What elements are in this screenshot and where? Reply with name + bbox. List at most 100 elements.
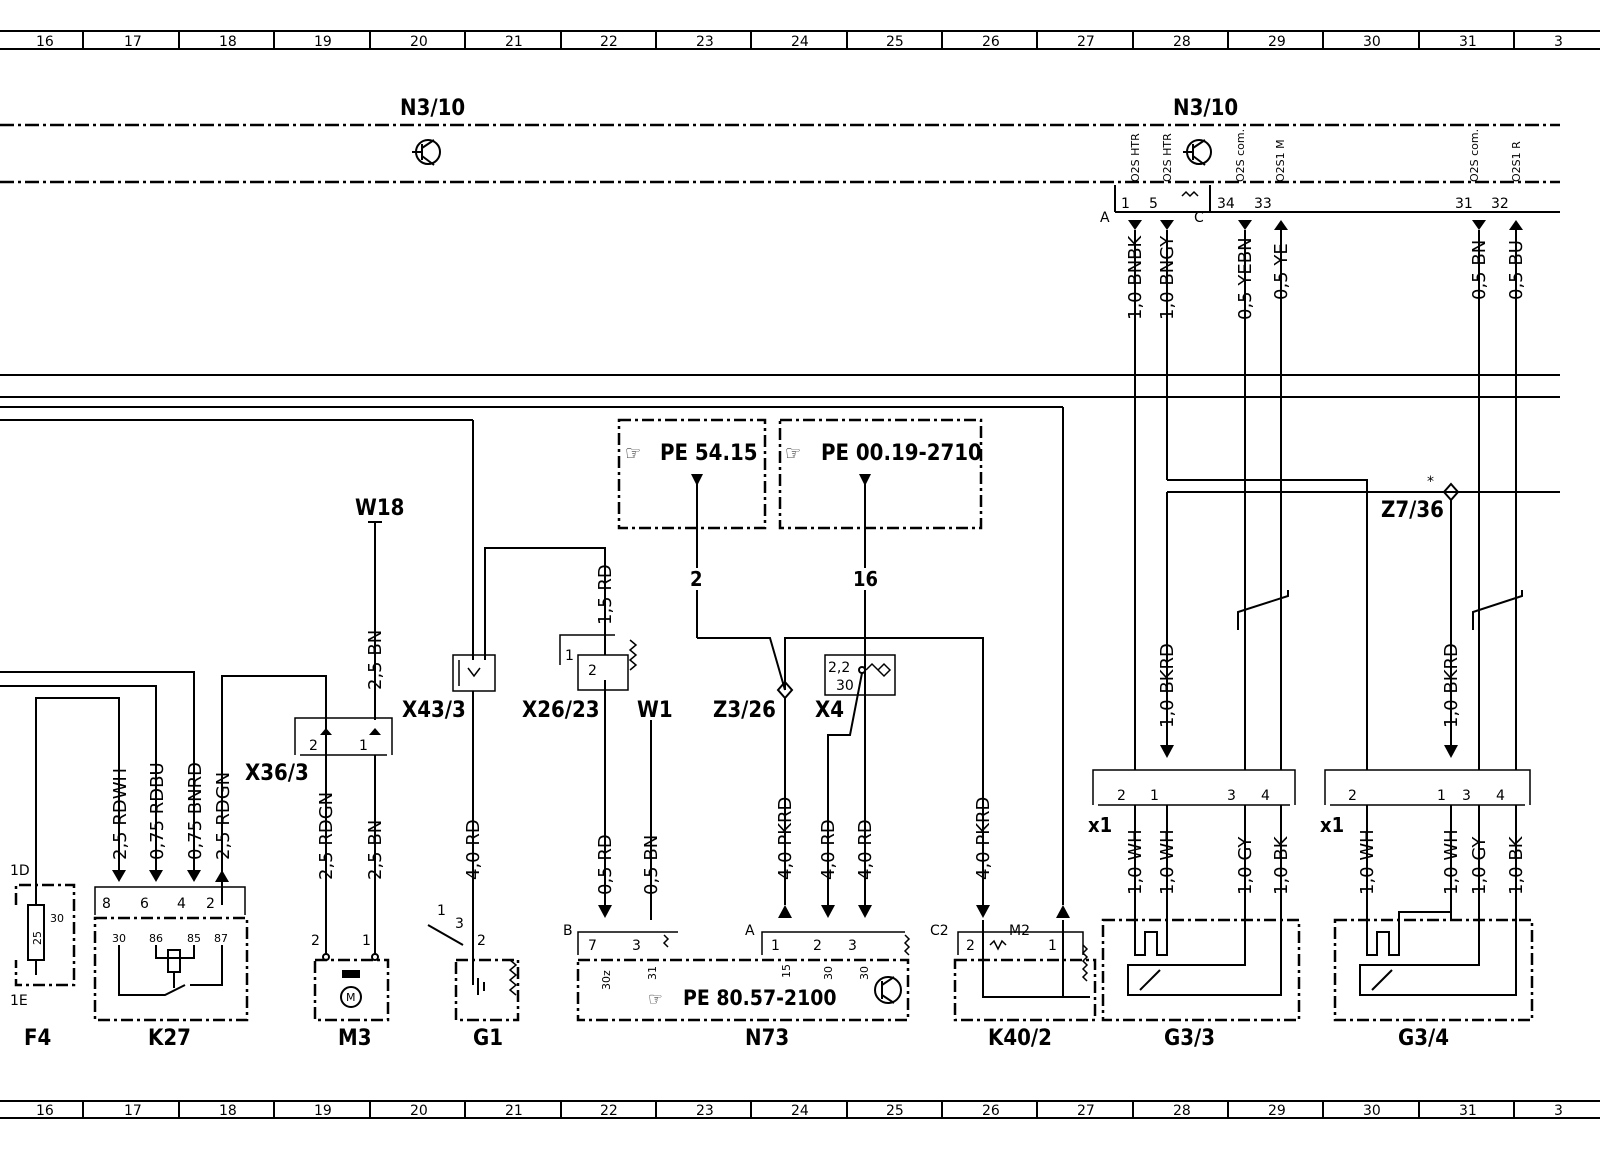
component-k27-box[interactable]: 8 6 4 2 30 86 85 87: [93, 886, 249, 1022]
component-f4: F4: [24, 1026, 51, 1051]
top-grid-bar: 16 17 18 19 20 21 22 23 24 25 26 27 28 2…: [0, 30, 1600, 50]
wire-label: 2,5 BN: [365, 630, 386, 690]
component-m3-box[interactable]: 2 1 M: [311, 933, 390, 1022]
grid-col-16-bottom: 16: [36, 1103, 54, 1119]
wire-label: 2,5 RDGN: [316, 792, 337, 880]
ref-box-pe-00-19-2710[interactable]: ☞ PE 00.19-2710: [778, 418, 983, 530]
grid-col-18-bottom: 18: [219, 1103, 237, 1119]
pin-label: 1: [362, 933, 371, 949]
grid-col-31-bottom: 31: [1459, 1103, 1477, 1119]
component-n73-box[interactable]: B 7 3 30z 31 A 1 2 3 15 30 30 ☞ PE 80.57…: [563, 923, 911, 1022]
grid-col-24-bottom: 24: [791, 1103, 809, 1119]
brush-icon: [342, 970, 360, 978]
switch-icon: [427, 924, 464, 946]
pin-label: 3: [848, 938, 857, 954]
wire-label: 1,0 BK: [1506, 835, 1527, 895]
pin-label: M2: [1009, 923, 1030, 939]
motor-icon: [340, 986, 362, 1008]
pin-label: 3: [1462, 788, 1471, 804]
pin-label: C2: [930, 923, 949, 939]
o2s-wires: 1,0 BNBK 1,0 BNGY 0,5 YEBN 0,5 YE 0,5 BN…: [1125, 230, 1527, 770]
component-z7-36: Z7/36: [1381, 498, 1444, 523]
pin-label: 30: [50, 912, 64, 925]
grid-col-29: 29: [1268, 34, 1286, 50]
x4-pin-22: 2,2: [828, 660, 850, 676]
component-g3-3: G3/3: [1164, 1026, 1215, 1051]
component-k40-2-box[interactable]: C2 M2 2 1: [930, 920, 1097, 1022]
pin-label: B: [563, 923, 573, 939]
grid-col-25-bottom: 25: [886, 1103, 904, 1119]
wire-label: 1,0 BNGY: [1157, 235, 1178, 320]
pin-label: 2: [813, 938, 822, 954]
pin-arrow-icon: [369, 728, 381, 735]
grid-col-20: 20: [410, 34, 428, 50]
resistor-icon: [1081, 944, 1089, 982]
resistor-icon: [865, 662, 892, 678]
wire-label: 0,5 YEBN: [1235, 237, 1256, 320]
wire-label: 4,0 RD: [855, 819, 876, 880]
component-g1-box[interactable]: 1 3 2: [427, 903, 520, 1022]
component-g3-3-box[interactable]: [1101, 918, 1301, 1022]
ref-wire-number: 16: [853, 567, 878, 591]
grid-col-28: 28: [1173, 34, 1191, 50]
component-f4-box[interactable]: 1D 1E 25 30: [10, 863, 76, 1009]
component-g3-4-box[interactable]: [1333, 911, 1534, 1022]
g3-4-wires: 1,0 WH 1,0 WH 1,0 GY 1,0 BK: [1357, 805, 1527, 920]
bus-lines: [0, 374, 1560, 905]
grid-col-30: 30: [1363, 34, 1381, 50]
o2s-connector-block: A 1 5 C 34 33 31 32 O2S HTR O2S HTR O2S …: [1100, 129, 1560, 230]
pin-label: 87: [214, 932, 228, 945]
pin-label: 2: [309, 738, 318, 754]
grid-col-26-bottom: 26: [982, 1103, 1000, 1119]
pin-arrow-icon: [1160, 220, 1174, 230]
wire-label: 0,5 YE: [1271, 243, 1292, 300]
x26-23-connector: 1 2: [559, 634, 638, 691]
wire-label: 4,0 RD: [463, 819, 484, 880]
o2s-htr-label-b: O2S HTR: [1161, 133, 1174, 182]
grid-col-17-bottom: 17: [124, 1103, 142, 1119]
grid-col-19: 19: [314, 34, 332, 50]
transistor-icon: [1183, 139, 1212, 166]
wire-label: 1,0 GY: [1469, 836, 1490, 895]
resistor-icon: [903, 934, 911, 956]
pin-label: 30: [822, 966, 835, 980]
wire-label: 0,5 RD: [595, 834, 616, 895]
pin-label: 3: [1227, 788, 1236, 804]
o2s1-m-label: O2S1 M: [1274, 139, 1287, 182]
pin-label: 2: [966, 938, 975, 954]
resistor-icon: [1181, 190, 1199, 198]
grid-col-28-bottom: 28: [1173, 1103, 1191, 1119]
component-w18: W18: [355, 496, 404, 521]
pin-arrow-icon: [976, 905, 990, 918]
pin-label: 86: [149, 932, 163, 945]
sensor-icon: [1139, 969, 1161, 991]
pin-label: 85: [187, 932, 201, 945]
pin-arrow-icon: [1056, 905, 1070, 918]
grid-col-21-bottom: 21: [505, 1103, 523, 1119]
plug-icon: [467, 667, 481, 678]
grid-col-17: 17: [124, 34, 142, 50]
wire-label: 1,0 WH: [1157, 829, 1178, 895]
pin-arrow-icon: [112, 870, 126, 882]
wire-label: 2,5 RDGN: [213, 772, 234, 860]
pin-arrow-icon: [1274, 220, 1288, 230]
pin-arrow-icon: [215, 870, 229, 882]
wire-label: 1,0 BKRD: [1157, 643, 1178, 728]
pin-label: 1: [1437, 788, 1446, 804]
grid-col-16: 16: [36, 34, 54, 50]
grid-col-32: 3: [1554, 34, 1563, 50]
wire-label: 2,5 BN: [365, 820, 386, 880]
pin-label: 30: [858, 966, 871, 980]
wire-label: 1,0 WH: [1357, 829, 1378, 895]
pin-arrow-icon: [1472, 220, 1486, 230]
ref-box-pe-54-15[interactable]: ☞ PE 54.15: [617, 418, 767, 530]
pin-arrow-icon: [1444, 745, 1458, 758]
pin-34-label: 34: [1217, 196, 1235, 212]
component-z3-26: Z3/26: [713, 698, 776, 723]
connector-x1-label: x1: [1320, 813, 1344, 837]
wire-label: 1,0 BNBK: [1125, 234, 1146, 320]
module-n3-10-label-left: N3/10: [400, 96, 465, 121]
wire-label: 0,5 BN: [1469, 240, 1490, 300]
component-w1: W1: [637, 698, 673, 723]
pin-32-label: 32: [1491, 196, 1509, 212]
